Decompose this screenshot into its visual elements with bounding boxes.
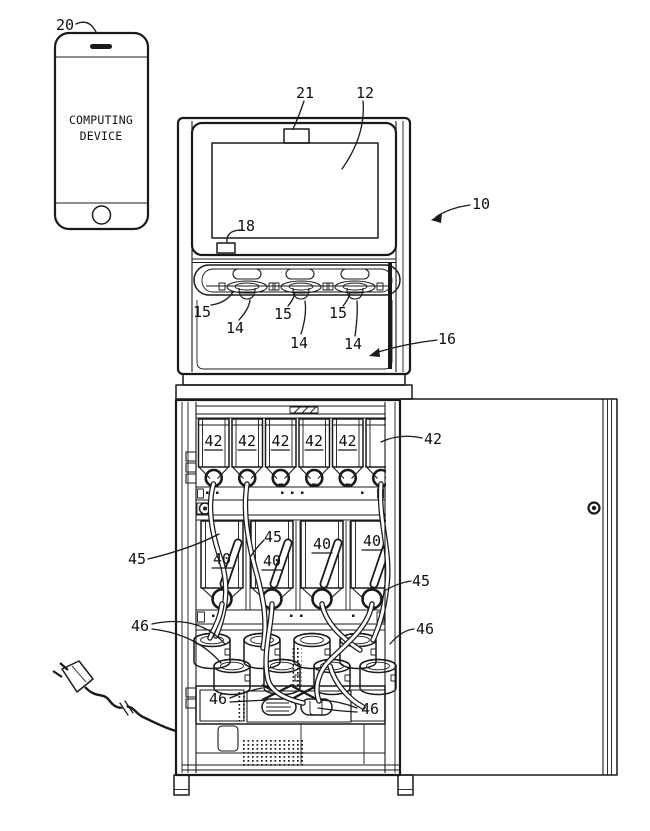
hopper-4 [297,417,331,489]
ref-46-bottom-right: 46 [361,700,379,718]
hopper-3 [264,417,298,489]
door-panel[interactable] [399,398,618,776]
reference-labels: 20 21 12 18 10 15 14 15 14 15 14 16 42 4… [56,16,490,718]
label-40-4: 40 [363,532,381,550]
plug-body-icon [61,660,94,693]
nozzle-3 [326,280,384,300]
label-40-1: 40 [213,550,231,568]
ref-21: 21 [296,84,314,102]
ref-15-2: 15 [274,305,292,323]
ref-14-3: 14 [344,335,362,353]
head-base-band [182,373,406,386]
power-cord [52,660,177,733]
leader-46-bottom-left [229,687,267,703]
leader-42 [380,435,423,443]
nozzle-1 [218,280,276,300]
drip-fitting-left [261,698,297,716]
phone-speaker-icon [90,44,112,49]
camera-module [283,128,310,144]
ref-12: 12 [356,84,374,102]
ref-42-callout: 42 [424,430,442,448]
hopper-2 [230,417,264,489]
door-hinge-hardware [185,451,212,709]
leader-14-1 [238,299,251,321]
label-42-4: 42 [305,432,323,450]
ref-45-mid: 45 [264,528,282,546]
leader-15-1 [210,291,234,306]
nozzle-panel [193,264,401,296]
ref-45-left: 45 [128,550,146,568]
ref-16: 16 [438,330,456,348]
head-base-plate [175,384,413,400]
ref-14-1: 14 [226,319,244,337]
leader-18 [226,229,241,243]
ref-14-2: 14 [290,334,308,352]
leader-46-bottom-right [317,699,358,713]
leader-46-right [389,628,415,645]
ref-20: 20 [56,16,74,34]
hopper-1 [197,417,231,489]
ref-18: 18 [237,217,255,235]
hopper-6 [364,417,386,489]
leader-15-3 [342,291,351,307]
plug-prongs-icon [52,662,69,678]
leader-15-2 [287,291,296,307]
cabinet [174,398,402,777]
supply-tubes [207,481,391,710]
ref-15-3: 15 [329,304,347,322]
label-42-2: 42 [238,432,256,450]
cabinet-door-open[interactable] [399,398,618,776]
dispense-slot-1 [232,268,262,280]
leader-12 [341,100,364,170]
phone-body [53,31,150,231]
computing-device: COMPUTING DEVICE [53,31,150,231]
ref-10: 10 [472,195,490,213]
pump-4-lower [359,658,397,696]
hopper-rail [195,486,386,501]
bottom-bracket [217,725,239,752]
ref-46-left: 46 [131,617,149,635]
dispense-slot-2 [285,268,315,280]
nozzle-2 [272,280,330,300]
right-foot [397,774,414,796]
leader-14-3 [354,300,358,337]
leader-20 [75,21,97,33]
arrowhead-16 [369,348,380,357]
arrowhead-10 [431,213,442,223]
label-42-5: 42 [338,432,356,450]
left-foot [173,774,190,796]
door-lock-keyhole [591,505,597,511]
vent-panel [243,738,303,766]
leader-45-left [147,533,220,560]
leader-21 [292,100,305,130]
leader-45-mid [250,539,265,557]
leader-45-right [385,580,412,591]
phone-home-button-icon [91,205,112,225]
ref-15-1: 15 [193,303,211,321]
ref-45-right: 45 [412,572,430,590]
phone-screen-text-line1: COMPUTING [69,113,133,127]
label-42-3: 42 [271,432,289,450]
card-reader-module[interactable] [216,242,236,254]
label-40-2: 40 [263,552,281,570]
ref-46-bottom-left: 46 [209,690,227,708]
door-lock-icon[interactable] [587,501,601,515]
display-bezel [190,121,398,257]
ref-46-right: 46 [416,620,434,638]
leader-46-left [151,620,226,664]
leader-14-2 [300,300,307,335]
hopper-5 [331,417,365,489]
leader-16 [374,339,438,354]
hopper-row [196,417,386,489]
cabinet-frame [181,402,396,773]
dispense-section [175,263,413,400]
phone-screen-text-line2: DEVICE [80,129,123,143]
dispense-slot-3 [340,268,370,280]
label-40-3: 40 [313,535,331,553]
label-42-1: 42 [204,432,222,450]
